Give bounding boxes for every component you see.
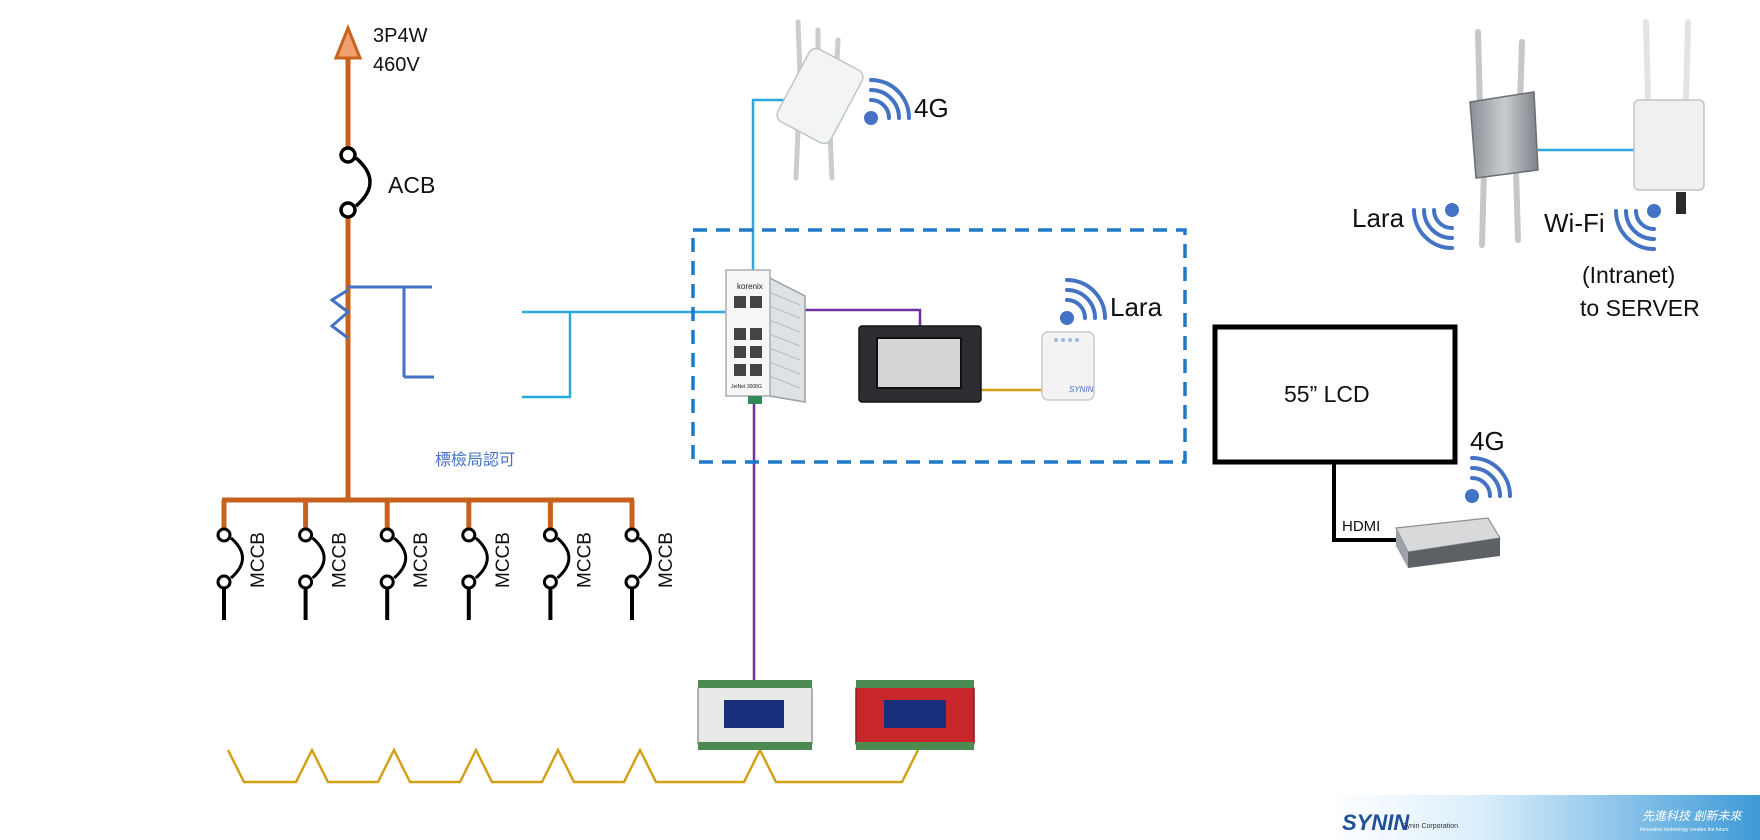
supply-label-line1: 3P4W (373, 25, 428, 47)
power-meter-red-icon (855, 680, 975, 750)
to-server-label: to SERVER (1580, 295, 1700, 321)
control-panel-enclosure (691, 228, 1187, 464)
acb-label: ACB (388, 172, 435, 198)
mccb-breaker-1: MCCB (216, 500, 269, 620)
ethernet-switch-icon (725, 269, 806, 404)
footer-logo: SYNIN (1342, 810, 1410, 835)
mccb-breaker-4: MCCB (461, 500, 514, 620)
supply-label-line2: 460V (373, 54, 420, 76)
wifi-signal-pc-4g-icon (1465, 456, 1512, 503)
embedded-pc-icon (1395, 517, 1501, 568)
mccb-breaker-6: MCCB (624, 500, 677, 620)
footer-slogan-en: Innovative technology creates the future (1640, 827, 1729, 833)
network-wiring (522, 98, 1636, 688)
supply-arrow-icon (333, 23, 363, 60)
footer-slogan-zh: 先進科技 創新未來 (1642, 809, 1743, 823)
mccb-breaker-3: MCCB (379, 500, 432, 620)
mccb-breaker-5: MCCB (542, 500, 595, 620)
hmi-panel-icon (858, 325, 982, 403)
acb-breaker-icon (339, 146, 372, 219)
wifi-signal-lara-ap-icon (1412, 203, 1459, 250)
ap-lara-label: Lara (1352, 203, 1405, 233)
ap-wifi-label: Wi-Fi (1544, 208, 1605, 238)
wifi-outdoor-ap-icon (1633, 19, 1705, 214)
mccb-label: MCCB (574, 532, 595, 588)
approval-note: 標檢局認可 (435, 451, 515, 469)
power-meter-grey-icon (697, 680, 813, 750)
router-4g-label: 4G (914, 93, 949, 123)
current-transformer-icon (329, 285, 434, 379)
power-distribution (222, 23, 634, 503)
gateway-brand-text: SYNIN (1069, 385, 1094, 394)
mccb-label: MCCB (330, 532, 351, 588)
lora-outdoor-ap-icon (1469, 29, 1539, 248)
mccb-label: MCCB (411, 532, 432, 588)
wifi-signal-lara-gateway-icon (1060, 278, 1107, 325)
mccb-label: MCCB (656, 532, 677, 588)
footer-company: Synin Corporation (1402, 823, 1458, 830)
lara-gateway-label: Lara (1110, 292, 1163, 322)
lcd-label: 55” LCD (1284, 381, 1370, 407)
switch-brand-text: korenix (737, 282, 763, 291)
pc-4g-label: 4G (1470, 426, 1505, 456)
lora-gateway-icon (1041, 331, 1095, 401)
4g-router-icon (776, 19, 864, 181)
mccb-breakers: MCCB MCCB MCCB MCCB MCCB MCCB (216, 500, 677, 620)
intranet-label: (Intranet) (1582, 262, 1675, 288)
wifi-signal-4g-router-icon (864, 78, 911, 125)
mccb-label: MCCB (493, 532, 514, 588)
lcd-screen (1212, 324, 1458, 465)
mccb-label: MCCB (248, 532, 269, 588)
wifi-signal-wifi-ap-icon (1614, 204, 1661, 251)
mccb-breaker-2: MCCB (298, 500, 351, 620)
switch-model-text: JetNet 3008G (731, 384, 762, 390)
hdmi-label: HDMI (1342, 518, 1380, 535)
footer-banner: SYNIN Synin Corporation 先進科技 創新未來 Innova… (1330, 795, 1760, 840)
meter-bus-line (226, 747, 920, 784)
